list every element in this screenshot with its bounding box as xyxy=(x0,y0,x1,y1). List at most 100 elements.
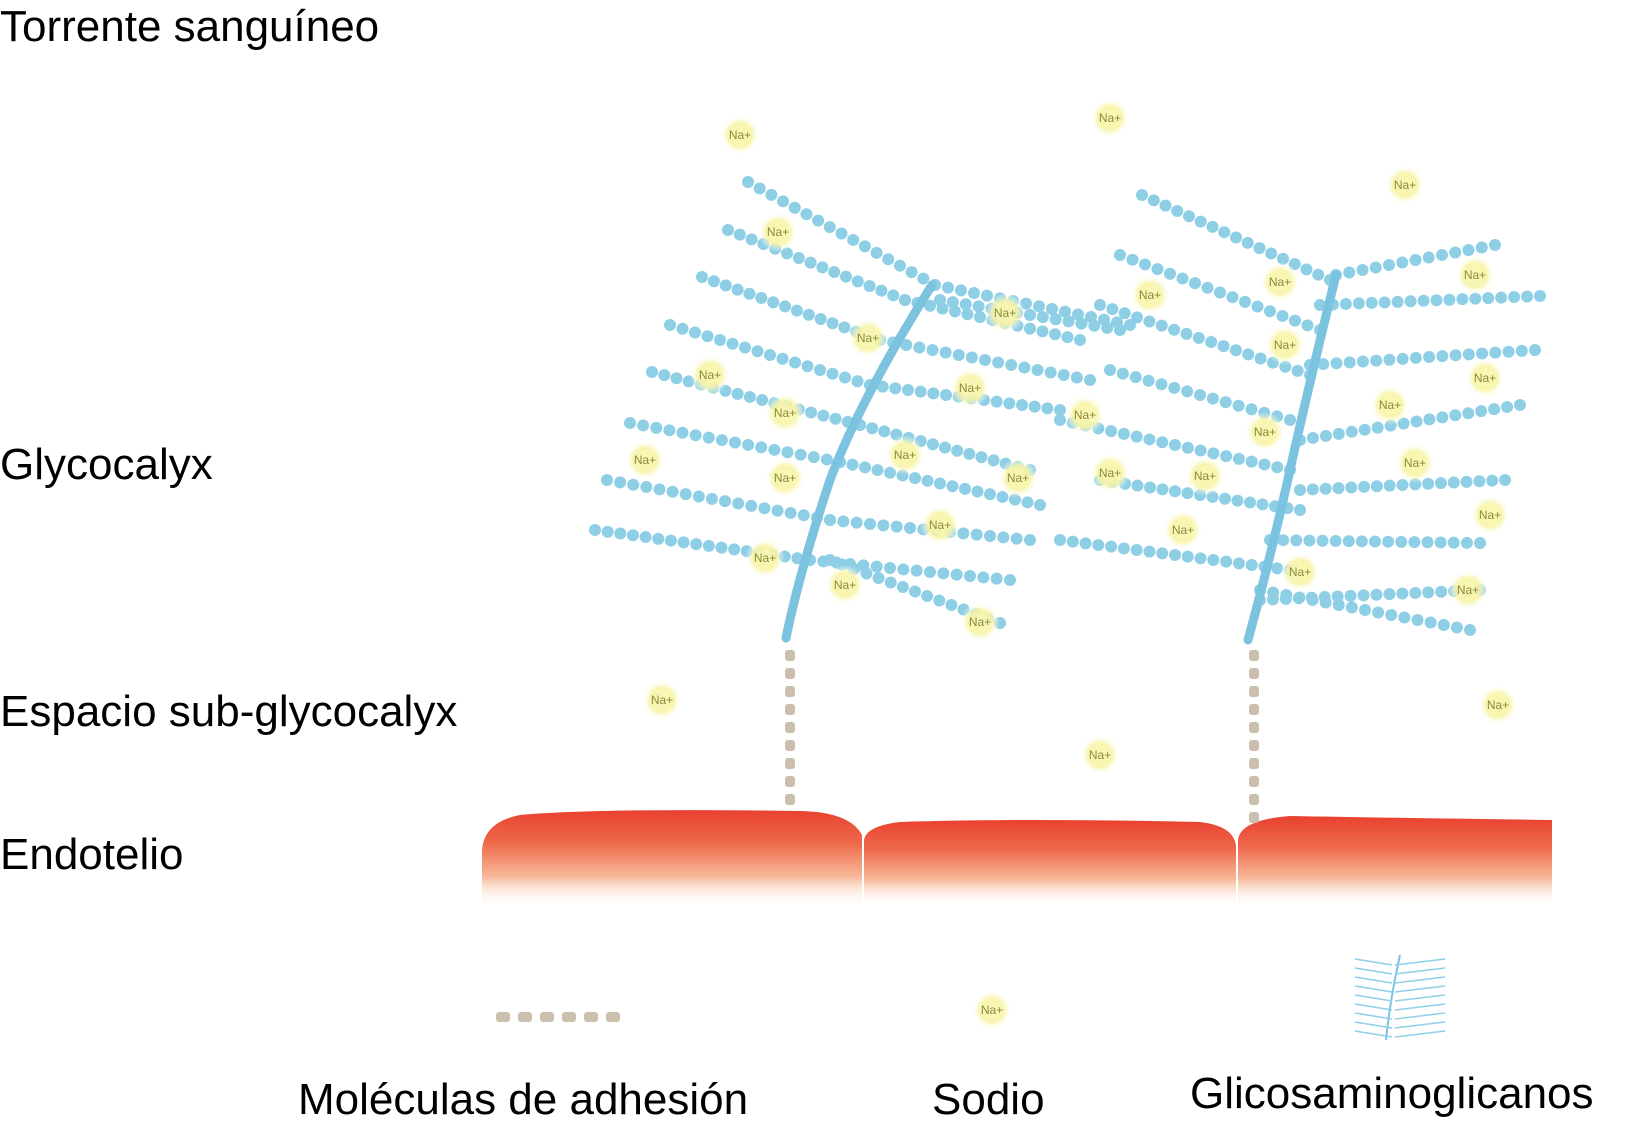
svg-text:Na+: Na+ xyxy=(834,578,856,592)
svg-text:Na+: Na+ xyxy=(1487,698,1509,712)
svg-text:Na+: Na+ xyxy=(1172,523,1194,537)
svg-text:Na+: Na+ xyxy=(1274,338,1296,352)
svg-text:Na+: Na+ xyxy=(767,225,789,239)
svg-text:Na+: Na+ xyxy=(1139,288,1161,302)
legend-icons xyxy=(496,954,1446,1041)
sodium-ion-icon: Na+ xyxy=(960,602,1000,642)
endothelial-cell xyxy=(864,820,1236,905)
sodium-ion-icon: Na+ xyxy=(765,393,805,433)
glycocalyx-label: Glycocalyx xyxy=(0,440,213,489)
sodium-ion-icon: Na+ xyxy=(1163,510,1203,550)
adhesion-legend-label: Moléculas de adhesión xyxy=(298,1075,749,1124)
gag-chain xyxy=(1314,290,1546,311)
svg-text:Na+: Na+ xyxy=(774,471,796,485)
svg-text:Na+: Na+ xyxy=(754,551,776,565)
core-protein-left xyxy=(781,280,937,643)
sodium-ion-icon: Na+ xyxy=(1395,443,1435,483)
svg-text:Na+: Na+ xyxy=(1289,565,1311,579)
gag-chain xyxy=(1294,474,1511,496)
sodium-ion-icon: Na+ xyxy=(848,318,888,358)
sub-glycocalyx-space-label: Espacio sub-glycocalyx xyxy=(0,687,458,736)
svg-text:Na+: Na+ xyxy=(774,406,796,420)
adhesion-molecule xyxy=(785,650,795,805)
svg-text:Na+: Na+ xyxy=(651,693,673,707)
sodium-ion-icon: Na+ xyxy=(985,293,1025,333)
endothelial-cell xyxy=(482,810,862,905)
svg-text:Na+: Na+ xyxy=(929,518,951,532)
svg-text:Na+: Na+ xyxy=(1074,408,1096,422)
sodium-ion-icon: Na+ xyxy=(1265,325,1305,365)
gag-chain xyxy=(1114,249,1326,336)
svg-text:Na+: Na+ xyxy=(1457,583,1479,597)
svg-text:Na+: Na+ xyxy=(969,615,991,629)
svg-text:Na+: Na+ xyxy=(1089,748,1111,762)
gag-chain xyxy=(1304,344,1541,371)
gag-chain xyxy=(1094,299,1316,381)
sodium-ion-icon: Na+ xyxy=(1245,412,1285,452)
sodium-ion-icon: Na+ xyxy=(765,458,805,498)
sodium-ion-icon: Na+ xyxy=(745,538,785,578)
sodium-ion-icon: Na+ xyxy=(1090,98,1130,138)
svg-text:Na+: Na+ xyxy=(981,1003,1003,1017)
svg-text:Na+: Na+ xyxy=(1394,178,1416,192)
svg-text:Na+: Na+ xyxy=(1007,471,1029,485)
sodium-ion-icon: Na+ xyxy=(920,505,960,545)
sodium-ion-icon: Na+ xyxy=(1185,456,1225,496)
svg-text:Na+: Na+ xyxy=(857,331,879,345)
svg-text:Na+: Na+ xyxy=(1194,469,1216,483)
sodium-ion-icon: Na+ xyxy=(885,435,925,475)
svg-text:Na+: Na+ xyxy=(1404,456,1426,470)
svg-text:Na+: Na+ xyxy=(1474,371,1496,385)
sodium-ion-icon: Na+ xyxy=(825,565,865,605)
svg-text:Na+: Na+ xyxy=(994,306,1016,320)
adhesion-molecule xyxy=(1249,650,1259,823)
core-protein-right xyxy=(1243,270,1341,645)
sodium-ion-icon: Na+ xyxy=(1280,552,1320,592)
svg-text:Na+: Na+ xyxy=(959,381,981,395)
sodium-ion-icon: Na+ xyxy=(1080,735,1120,775)
sodium-legend-label: Sodio xyxy=(932,1075,1045,1124)
svg-text:Na+: Na+ xyxy=(1479,508,1501,522)
sodium-ion-icon: Na+ xyxy=(642,680,682,720)
adhesion-legend-icon xyxy=(496,1012,620,1022)
sodium-ion-icon: Na+ xyxy=(998,458,1038,498)
bloodstream-label: Torrente sanguíneo xyxy=(0,2,380,51)
gag-chain xyxy=(1136,189,1336,286)
sodium-ion-icon: Na+ xyxy=(1448,570,1488,610)
sodium-ion-icon: Na+ xyxy=(1478,685,1518,725)
svg-text:Na+: Na+ xyxy=(1099,111,1121,125)
sodium-ion-icon: Na+ xyxy=(1465,358,1505,398)
sodium-ion-icon: Na+ xyxy=(1470,495,1510,535)
sodium-ion-icon: Na+ xyxy=(720,115,760,155)
endothelial-cell xyxy=(1238,816,1552,905)
sodium-ion-icon: Na+ xyxy=(758,212,798,252)
svg-text:Na+: Na+ xyxy=(1269,275,1291,289)
sodium-ion-icon: Na+ xyxy=(1385,165,1425,205)
sodium-ion-icon: Na+ xyxy=(1370,385,1410,425)
glycosaminoglycan-legend-label: Glicosaminoglicanos xyxy=(1190,1069,1594,1118)
sodium-ion-icon: Na+ xyxy=(950,368,990,408)
sodium-ion-icon: Na+ xyxy=(1260,262,1300,302)
gag-chain xyxy=(1264,534,1486,549)
sodium-ion-icon: Na+ xyxy=(1455,255,1495,295)
svg-text:Na+: Na+ xyxy=(1254,425,1276,439)
gag-chain xyxy=(1294,399,1526,446)
svg-text:Na+: Na+ xyxy=(699,368,721,382)
svg-text:Na+: Na+ xyxy=(1379,398,1401,412)
endothelium-cells xyxy=(482,810,1552,905)
core-protein-stems xyxy=(781,270,1341,645)
adhesion-molecules xyxy=(785,650,1259,823)
svg-text:Na+: Na+ xyxy=(729,128,751,142)
svg-text:Na+: Na+ xyxy=(894,448,916,462)
sodium-ions: Na+ Na+ Na+ Na+ Na+ Na+ Na+ Na+ Na+ Na+ Na+ Na+ Na+ N… xyxy=(625,98,1518,1030)
endothelium-label: Endotelio xyxy=(0,830,184,879)
sodium-ion-icon: Na+ xyxy=(972,990,1012,1030)
sodium-ion-icon: Na+ xyxy=(690,355,730,395)
svg-text:Na+: Na+ xyxy=(1099,466,1121,480)
svg-text:Na+: Na+ xyxy=(634,453,656,467)
sodium-ion-icon: Na+ xyxy=(1065,395,1105,435)
sodium-ion-icon: Na+ xyxy=(1130,275,1170,315)
svg-text:Na+: Na+ xyxy=(1464,268,1486,282)
glycosaminoglycan-legend-icon xyxy=(1354,954,1446,1041)
